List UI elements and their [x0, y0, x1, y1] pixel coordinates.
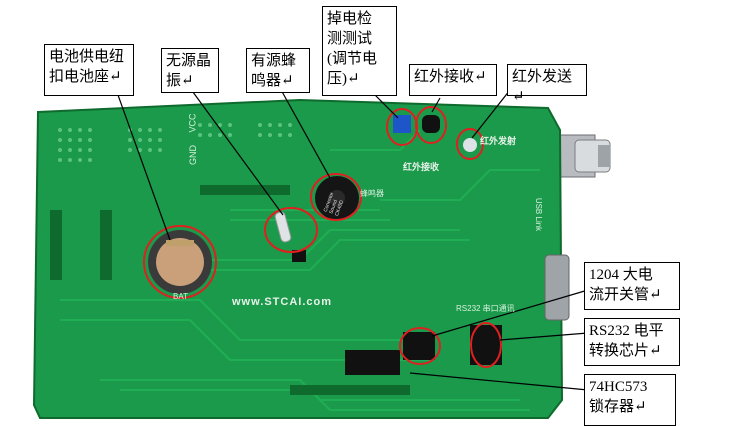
label-rs232-chip: RS232 电平 转换芯片↵	[584, 318, 680, 366]
silk-website: www.STCAI.com	[232, 296, 332, 308]
bnc-connector	[554, 134, 611, 178]
ir-receiver	[422, 115, 440, 133]
silk-gnd: GND	[188, 145, 198, 165]
silk-buzzer: 蜂鸣器	[360, 189, 384, 198]
rs232-chip	[470, 325, 502, 365]
silk-vcc: VCC	[187, 113, 198, 133]
pcb-board	[32, 87, 589, 419]
silk-ir-recv: 红外接收	[403, 163, 440, 173]
label-active-buzzer: 有源蜂 鸣器↵	[246, 48, 310, 93]
ir-led	[463, 138, 477, 152]
label-1204-switch: 1204 大电 流开关管↵	[584, 262, 680, 310]
highlight-circles	[143, 106, 502, 368]
silk-bat: BAT	[173, 292, 188, 301]
label-ir-send: 红外发送↵	[507, 64, 587, 105]
silk-rs232: RS232 串口通讯	[456, 304, 515, 313]
leader-lines	[117, 87, 589, 391]
label-brownout-test: 掉电检 测测试 (调节电 压)↵	[322, 6, 397, 96]
switch-chip	[403, 332, 435, 360]
label-passive-crystal: 无源晶 振↵	[161, 48, 219, 93]
latch-chip	[345, 350, 400, 375]
silk-ir-send: 红外发射	[480, 137, 517, 147]
label-battery-holder: 电池供电纽 扣电池座↵	[44, 44, 134, 96]
silk-usb: USB Link	[534, 197, 544, 232]
label-ir-receive: 红外接收↵	[409, 64, 497, 96]
crystal-component	[274, 211, 292, 243]
potentiometer	[393, 115, 411, 133]
label-74hc573-latch: 74HC573 锁存器↵	[584, 374, 676, 426]
